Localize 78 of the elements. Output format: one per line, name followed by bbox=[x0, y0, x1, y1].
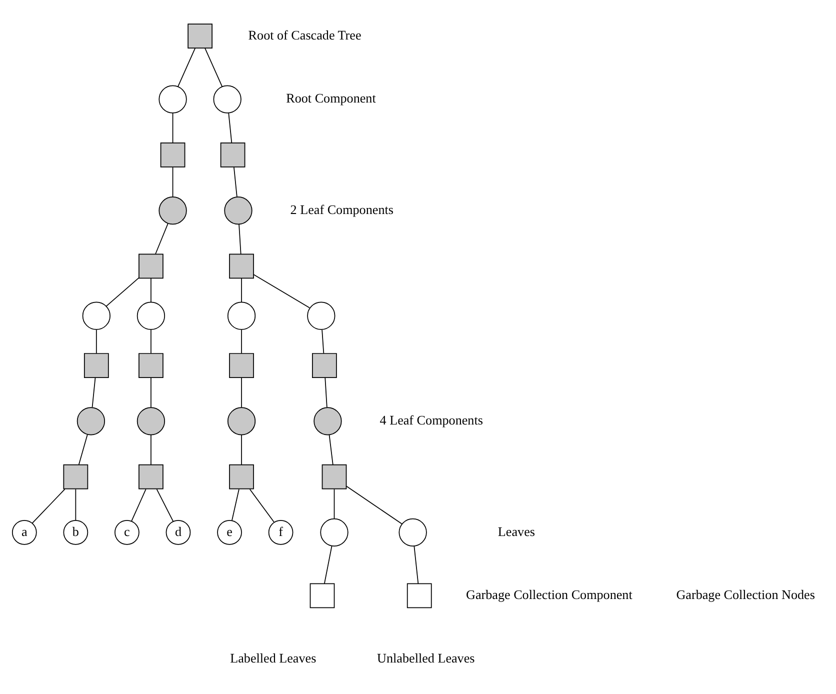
connector bbox=[96, 328, 97, 354]
node-circle bbox=[158, 196, 187, 224]
label: Root of Cascade Tree bbox=[248, 26, 362, 42]
connector bbox=[328, 434, 334, 464]
connector bbox=[324, 377, 328, 408]
connector bbox=[150, 434, 152, 464]
label: Garbage Collection Nodes bbox=[676, 586, 815, 602]
connector bbox=[253, 274, 310, 308]
connector bbox=[150, 377, 152, 408]
label: 4 Leaf Components bbox=[380, 412, 483, 428]
node-circle: f bbox=[268, 520, 294, 544]
connector bbox=[241, 434, 242, 464]
connector bbox=[241, 328, 242, 354]
connector bbox=[238, 223, 242, 254]
connector bbox=[228, 112, 232, 143]
node-circle bbox=[227, 406, 256, 435]
label: Labelled Leaves bbox=[230, 650, 316, 665]
label: 2 Leaf Components bbox=[290, 201, 394, 216]
node-circle bbox=[320, 518, 348, 546]
connector bbox=[249, 488, 274, 522]
connector bbox=[150, 277, 152, 302]
node-circle: c bbox=[114, 520, 140, 544]
connector bbox=[232, 488, 240, 520]
label: Unlabelled Leaves bbox=[377, 650, 475, 665]
connector bbox=[172, 166, 174, 197]
node-circle bbox=[224, 196, 252, 224]
connector bbox=[204, 47, 223, 86]
connector bbox=[241, 277, 242, 302]
connector bbox=[75, 488, 76, 520]
connector bbox=[156, 488, 174, 522]
label: Leaves bbox=[498, 523, 535, 538]
connector bbox=[178, 47, 196, 86]
node-box bbox=[63, 464, 88, 489]
node-box bbox=[310, 582, 335, 608]
connector bbox=[346, 485, 402, 524]
node-box bbox=[406, 582, 432, 608]
connector bbox=[92, 377, 96, 408]
node-box bbox=[138, 464, 164, 489]
label: Garbage Collection Component bbox=[466, 586, 632, 602]
node-box bbox=[229, 464, 254, 489]
node-box bbox=[229, 253, 254, 278]
node-box bbox=[322, 464, 347, 489]
node-circle: a bbox=[12, 520, 37, 544]
connector bbox=[334, 488, 335, 518]
node-circle: d bbox=[166, 520, 191, 544]
connector bbox=[106, 276, 140, 306]
node-box bbox=[84, 352, 109, 378]
node-box bbox=[229, 352, 254, 378]
node-circle bbox=[227, 301, 256, 330]
node-box bbox=[138, 352, 164, 378]
label: Root Component bbox=[286, 90, 376, 106]
node-box bbox=[312, 352, 337, 378]
node-circle bbox=[307, 301, 336, 330]
node-circle bbox=[213, 84, 242, 113]
node-box bbox=[188, 23, 212, 48]
node-circle bbox=[136, 406, 166, 435]
node-circle bbox=[158, 84, 187, 113]
connector bbox=[172, 112, 174, 143]
connector bbox=[414, 545, 419, 584]
connector bbox=[78, 434, 88, 464]
node-circle bbox=[76, 406, 106, 435]
node-box bbox=[220, 142, 246, 167]
connector bbox=[322, 328, 324, 354]
node-circle bbox=[136, 301, 166, 330]
node-circle: b bbox=[63, 520, 88, 544]
connector bbox=[32, 488, 66, 524]
connector bbox=[131, 488, 146, 522]
node-circle bbox=[314, 406, 342, 435]
connector bbox=[234, 166, 238, 197]
node-circle bbox=[82, 301, 110, 330]
connector bbox=[324, 544, 332, 584]
connector bbox=[150, 328, 152, 354]
node-circle: e bbox=[217, 520, 242, 544]
node-circle bbox=[398, 518, 427, 546]
connector bbox=[155, 222, 168, 254]
node-box bbox=[160, 142, 186, 167]
connector bbox=[241, 377, 242, 408]
node-box bbox=[138, 253, 164, 278]
